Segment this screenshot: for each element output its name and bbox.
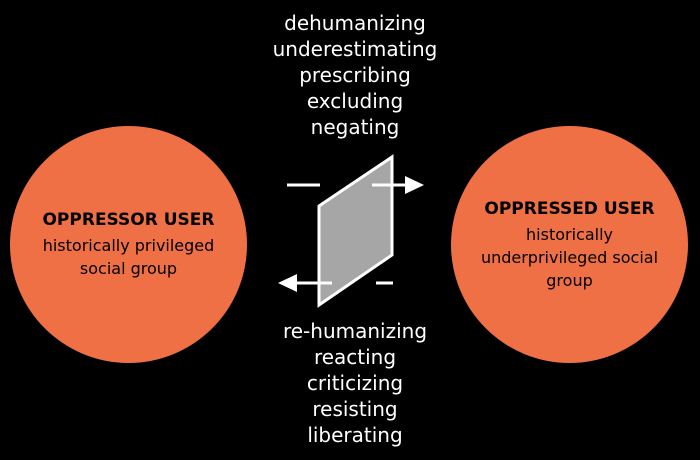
oppressor-user-desc-line-2: social group [79, 259, 178, 278]
liberation-action: resisting [312, 397, 398, 421]
oppressed-user-desc-line-3: group [546, 270, 593, 290]
liberation-action: liberating [307, 423, 403, 447]
liberation-action: criticizing [306, 371, 404, 395]
oppressed-user-desc-line-2: underprivileged social [480, 247, 659, 267]
interface-panel [317, 154, 394, 308]
liberation-actions-list: re-humanizing reacting criticizing resis… [250, 318, 460, 448]
oppressed-user-circle: OPPRESSED USER historically underprivile… [451, 126, 688, 363]
oppression-action: prescribing [299, 63, 411, 87]
liberation-action: re-humanizing [282, 319, 428, 343]
liberation-action: reacting [313, 345, 397, 369]
left-arrow-head [278, 274, 297, 292]
oppressor-user-circle: OPPRESSOR USER historically privileged s… [10, 126, 247, 363]
oppression-actions-list: dehumanizing underestimating prescribing… [250, 10, 460, 140]
oppression-action: underestimating [272, 37, 438, 61]
oppressor-user-desc-line-1: historically privileged [42, 236, 215, 255]
right-arrow-head [405, 176, 424, 194]
oppression-action: dehumanizing [284, 11, 426, 35]
oppressed-user-desc-line-1: historically [526, 224, 613, 244]
oppressed-user-title: OPPRESSED USER [484, 198, 655, 219]
oppression-action: negating [310, 115, 400, 139]
oppressor-user-title: OPPRESSOR USER [42, 210, 215, 230]
oppression-action: excluding [306, 89, 404, 113]
